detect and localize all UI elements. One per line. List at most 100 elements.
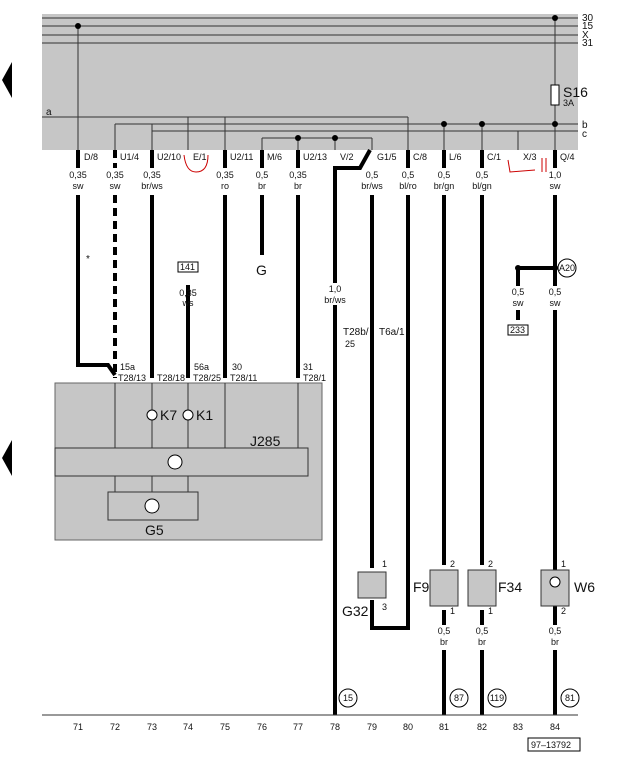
svg-text:T28/18: T28/18 <box>157 373 185 383</box>
svg-text:0,35: 0,35 <box>143 170 161 180</box>
svg-text:V/2: V/2 <box>340 152 354 162</box>
svg-text:2: 2 <box>488 559 493 569</box>
svg-text:br/ws: br/ws <box>361 181 383 191</box>
svg-text:15: 15 <box>343 693 353 703</box>
svg-text:72: 72 <box>110 722 120 732</box>
svg-text:0,5: 0,5 <box>256 170 269 180</box>
svg-text:Q/4: Q/4 <box>560 152 575 162</box>
wires <box>76 149 557 715</box>
svg-text:0,35: 0,35 <box>216 170 234 180</box>
warning-lamp-w6 <box>540 569 570 607</box>
branch-c-label: c <box>582 129 587 140</box>
central-electrics-panel <box>42 14 578 150</box>
svg-text:sw: sw <box>73 181 85 191</box>
fuse-s16 <box>550 84 560 106</box>
svg-text:br: br <box>294 181 302 191</box>
svg-text:bl/gn: bl/gn <box>472 181 492 191</box>
j285-label: J285 <box>250 433 281 449</box>
svg-text:U2/10: U2/10 <box>157 152 181 162</box>
svg-text:78: 78 <box>330 722 340 732</box>
prev-page-arrow[interactable] <box>2 62 12 98</box>
svg-text:1: 1 <box>488 606 493 616</box>
lamp-k7-icon <box>146 409 158 421</box>
svg-text:82: 82 <box>477 722 487 732</box>
svg-text:br/gn: br/gn <box>434 181 455 191</box>
k7-label: K7 <box>160 407 177 423</box>
prev-page-arrow-lower[interactable] <box>2 440 12 476</box>
svg-text:br/ws: br/ws <box>141 181 163 191</box>
svg-text:3: 3 <box>382 602 387 612</box>
svg-text:31: 31 <box>303 362 313 372</box>
svg-text:G1/5: G1/5 <box>377 152 397 162</box>
svg-text:79: 79 <box>367 722 377 732</box>
speedometer-icon <box>167 454 183 470</box>
svg-text:U1/4: U1/4 <box>120 152 139 162</box>
bus-30-label: 30 <box>582 13 594 24</box>
svg-text:br: br <box>551 637 559 647</box>
v2-size: 1,0 <box>329 284 342 294</box>
svg-text:56a: 56a <box>194 362 209 372</box>
svg-text:73: 73 <box>147 722 157 732</box>
sensor-g32 <box>357 571 387 599</box>
a20-size: 0,5 <box>549 287 562 297</box>
svg-text:E/1: E/1 <box>193 152 207 162</box>
branch-b-label: b <box>582 120 588 131</box>
g32-label: G32 <box>342 603 369 619</box>
switch-f34 <box>467 569 497 607</box>
wire-141-size: 0,35 <box>179 288 197 298</box>
a20-ref: A20 <box>559 263 575 273</box>
w233-color: sw <box>513 298 525 308</box>
svg-text:0,35: 0,35 <box>69 170 87 180</box>
a20-color: sw <box>550 298 562 308</box>
bus-15-label: 15 <box>582 21 594 32</box>
svg-text:2: 2 <box>450 559 455 569</box>
fuse-label: S16 <box>563 84 588 100</box>
bus-31-label: 31 <box>582 38 594 49</box>
svg-text:83: 83 <box>513 722 523 732</box>
v2-color: br/ws <box>324 295 346 305</box>
svg-text:81: 81 <box>565 693 575 703</box>
svg-text:75: 75 <box>220 722 230 732</box>
svg-text:U2/13: U2/13 <box>303 152 327 162</box>
ref-233: 233 <box>510 325 525 335</box>
svg-text:0,35: 0,35 <box>289 170 307 180</box>
svg-text:2: 2 <box>561 606 566 616</box>
bus-x-label: X <box>582 30 589 41</box>
gauge-icon <box>144 498 160 514</box>
svg-text:77: 77 <box>293 722 303 732</box>
svg-text:1: 1 <box>382 559 387 569</box>
svg-text:br: br <box>440 637 448 647</box>
w233-size: 0,5 <box>512 287 525 297</box>
svg-text:0,5: 0,5 <box>549 626 562 636</box>
svg-text:15a: 15a <box>120 362 135 372</box>
w6-label: W6 <box>574 579 595 595</box>
switch-f9 <box>429 569 459 607</box>
svg-text:0,5: 0,5 <box>476 626 489 636</box>
footnote-star: * <box>86 254 90 265</box>
svg-text:ro: ro <box>221 181 229 191</box>
f9-label: F9 <box>413 579 430 595</box>
svg-text:T28/25: T28/25 <box>193 373 221 383</box>
svg-text:1: 1 <box>561 559 566 569</box>
svg-text:0,5: 0,5 <box>402 170 415 180</box>
ref-circles: 15 87 119 81 <box>338 688 580 708</box>
svg-text:71: 71 <box>73 722 83 732</box>
svg-text:br: br <box>258 181 266 191</box>
fuse-rating: 3A <box>563 98 574 108</box>
lamp-k1-icon <box>182 409 194 421</box>
ground-label: G <box>256 262 267 278</box>
svg-text:30: 30 <box>232 362 242 372</box>
svg-text:T28/1: T28/1 <box>303 373 326 383</box>
f34-label: F34 <box>498 579 522 595</box>
g5-label: G5 <box>145 522 164 538</box>
svg-text:87: 87 <box>454 693 464 703</box>
bottom-wire-specs: 0,5br 0,5br 0,5br <box>438 626 562 647</box>
svg-text:C/1: C/1 <box>487 152 501 162</box>
svg-text:bl/ro: bl/ro <box>399 181 417 191</box>
svg-text:74: 74 <box>183 722 193 732</box>
svg-text:84: 84 <box>550 722 560 732</box>
svg-text:80: 80 <box>403 722 413 732</box>
svg-text:sw: sw <box>110 181 122 191</box>
